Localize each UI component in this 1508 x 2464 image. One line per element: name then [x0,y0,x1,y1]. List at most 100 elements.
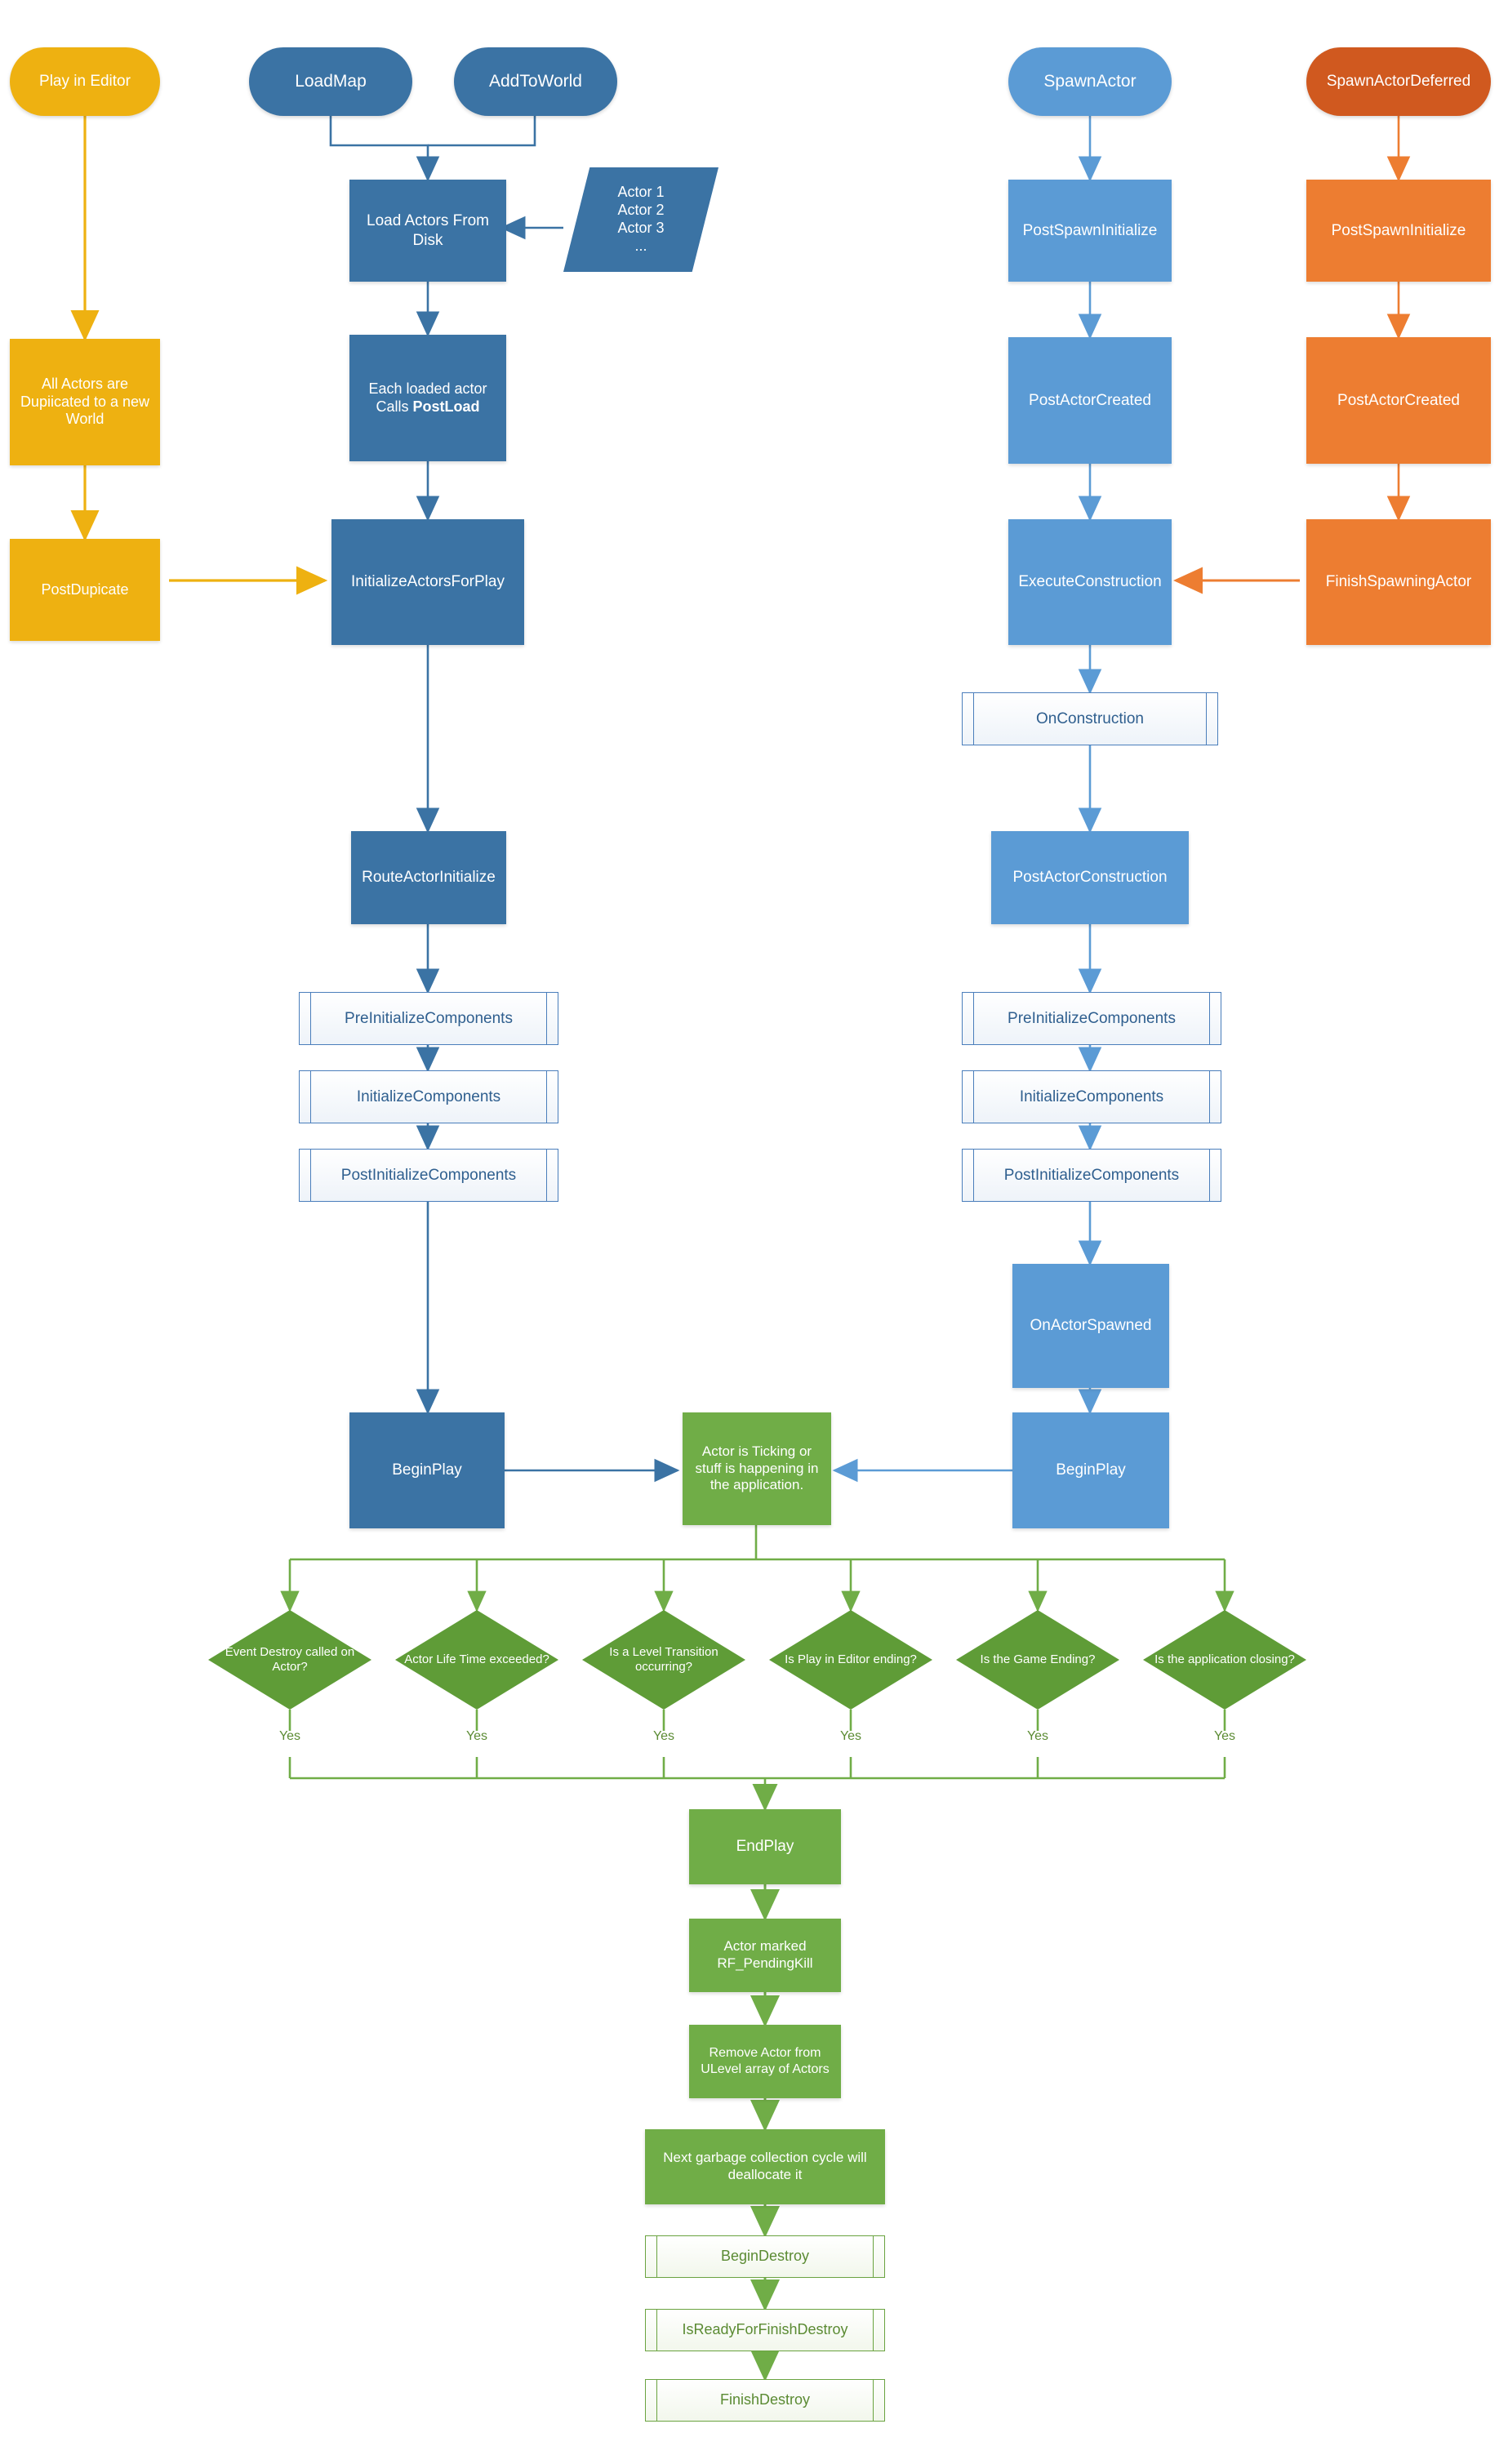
node-load-actors-from-disk[interactable]: Load Actors From Disk [349,180,506,282]
node-post-spawn-initialize-orange[interactable]: PostSpawnInitialize [1306,180,1491,282]
node-begin-play-left[interactable]: BeginPlay [349,1412,505,1528]
node-post-actor-created-orange[interactable]: PostActorCreated [1306,337,1491,464]
node-label: ExecuteConstruction [1018,573,1162,591]
node-route-actor-initialize[interactable]: RouteActorInitialize [351,831,506,924]
node-label: PostActorCreated [1337,391,1460,409]
postload-bold-token: PostLoad [412,398,480,415]
yes-text: Yes [1213,1729,1236,1743]
node-post-spawn-initialize-blue[interactable]: PostSpawnInitialize [1008,180,1172,282]
node-label: PostDupicate [41,580,129,598]
edge-label-yes-actor-life-time: Yes [444,1729,509,1744]
node-pre-initialize-components-right[interactable]: PreInitializeComponents [962,992,1221,1045]
node-label: OnConstruction [1035,709,1144,727]
node-each-loaded-actor-postload[interactable]: Each loaded actor Calls PostLoad [349,335,506,461]
node-next-gc-cycle[interactable]: Next garbage collection cycle will deall… [645,2129,885,2204]
node-label: Actor is Ticking or stuff is happening i… [695,1443,819,1493]
node-initialize-components-left[interactable]: InitializeComponents [299,1070,558,1123]
node-begin-destroy[interactable]: BeginDestroy [645,2235,885,2278]
yes-text: Yes [652,1729,675,1743]
decision-game-ending[interactable]: Is the Game Ending? [956,1610,1119,1710]
node-post-actor-created-blue[interactable]: PostActorCreated [1008,337,1172,464]
node-load-map[interactable]: LoadMap [249,47,412,116]
edge-label-yes-level-transition: Yes [631,1729,696,1744]
node-begin-play-right[interactable]: BeginPlay [1012,1412,1169,1528]
node-label: PreInitializeComponents [345,1009,513,1027]
decision-label: Is Play in Editor ending? [785,1652,917,1666]
decision-label: Is the application closing? [1154,1652,1295,1666]
node-label: FinishSpawningActor [1325,573,1472,591]
edge-label-yes-game-ending: Yes [1005,1729,1070,1744]
node-spawn-actor[interactable]: SpawnActor [1008,47,1172,116]
node-label: Load Actors From Disk [367,212,489,249]
node-finish-spawning-actor[interactable]: FinishSpawningActor [1306,519,1491,645]
node-label: FinishDestroy [719,2391,811,2408]
yes-text: Yes [465,1729,488,1743]
yes-text: Yes [839,1729,862,1743]
node-actor-marked-pendingkill[interactable]: Actor marked RF_PendingKill [689,1919,841,1992]
node-add-to-world[interactable]: AddToWorld [454,47,617,116]
node-remove-actor-from-ulevel[interactable]: Remove Actor from ULevel array of Actors [689,2025,841,2098]
edge-label-yes-application-closing: Yes [1192,1729,1257,1744]
node-label: InitializeActorsForPlay [351,573,505,591]
postload-line-1: Each loaded actor [368,380,487,397]
decision-application-closing[interactable]: Is the application closing? [1143,1610,1306,1710]
node-label: All Actors are Dupiicated to a new World [20,375,150,428]
node-post-initialize-components-right[interactable]: PostInitializeComponents [962,1149,1221,1202]
node-label: Remove Actor from ULevel array of Actors [701,2046,830,2076]
decision-level-transition[interactable]: Is a Level Transition occurring? [582,1610,745,1710]
yes-text: Yes [278,1729,301,1743]
node-label: Actor marked RF_PendingKill [717,1938,813,1971]
decision-label: Event Destroy called on Actor? [225,1644,355,1674]
node-label: SpawnActor [1043,72,1137,91]
node-initialize-components-right[interactable]: InitializeComponents [962,1070,1221,1123]
node-actor-is-ticking[interactable]: Actor is Ticking or stuff is happening i… [683,1412,831,1525]
node-label: PostInitializeComponents [1003,1166,1180,1184]
node-execute-construction[interactable]: ExecuteConstruction [1008,519,1172,645]
node-label: InitializeComponents [1019,1087,1164,1105]
decision-actor-life-time[interactable]: Actor Life Time exceeded? [395,1610,558,1710]
parallelogram-shape [563,167,718,272]
node-post-initialize-components-left[interactable]: PostInitializeComponents [299,1149,558,1202]
node-label: Play in Editor [39,73,131,91]
postload-line-2: Calls [376,398,413,415]
node-finish-destroy[interactable]: FinishDestroy [645,2379,885,2422]
node-on-construction[interactable]: OnConstruction [962,692,1218,745]
edge-label-yes-event-destroy: Yes [257,1729,323,1744]
decision-label: Is a Level Transition occurring? [609,1644,718,1674]
node-label: OnActorSpawned [1030,1317,1152,1335]
node-label: Next garbage collection cycle will deall… [663,2150,867,2182]
node-label: InitializeComponents [356,1087,501,1105]
node-spawn-actor-deferred[interactable]: SpawnActorDeferred [1306,47,1491,116]
node-label: BeginPlay [392,1461,462,1479]
decision-event-destroy[interactable]: Event Destroy called on Actor? [208,1610,371,1710]
node-label: BeginDestroy [720,2248,810,2265]
node-label: RouteActorInitialize [362,869,496,887]
node-label: PostActorCreated [1029,391,1151,409]
decision-label: Actor Life Time exceeded? [404,1652,549,1666]
node-end-play[interactable]: EndPlay [689,1809,841,1884]
node-label: PostInitializeComponents [340,1166,517,1184]
node-label: PostSpawnInitialize [1022,221,1158,239]
node-label: LoadMap [295,72,367,91]
node-label: BeginPlay [1056,1461,1126,1479]
edge-label-yes-play-in-editor-ending: Yes [818,1729,883,1744]
node-initialize-actors-for-play[interactable]: InitializeActorsForPlay [331,519,524,645]
node-label: Each loaded actor Calls PostLoad [349,380,506,416]
decision-play-in-editor-ending[interactable]: Is Play in Editor ending? [769,1610,932,1710]
node-label: PreInitializeComponents [1008,1009,1176,1027]
node-label: AddToWorld [488,72,582,91]
node-post-actor-construction[interactable]: PostActorConstruction [991,831,1189,924]
node-label: EndPlay [736,1838,794,1856]
node-is-ready-for-finish-destroy[interactable]: IsReadyForFinishDestroy [645,2309,885,2351]
decision-label: Is the Game Ending? [980,1652,1096,1666]
node-label: SpawnActorDeferred [1326,73,1471,91]
node-actor-list[interactable]: Actor 1 Actor 2 Actor 3 ... [563,167,718,272]
node-all-actors-duplicated[interactable]: All Actors are Dupiicated to a new World [10,339,160,465]
node-label: PostSpawnInitialize [1331,221,1466,239]
node-pre-initialize-components-left[interactable]: PreInitializeComponents [299,992,558,1045]
node-on-actor-spawned[interactable]: OnActorSpawned [1012,1264,1169,1388]
yes-text: Yes [1026,1729,1049,1743]
node-post-duplicate[interactable]: PostDupicate [10,539,160,641]
node-play-in-editor[interactable]: Play in Editor [10,47,160,116]
